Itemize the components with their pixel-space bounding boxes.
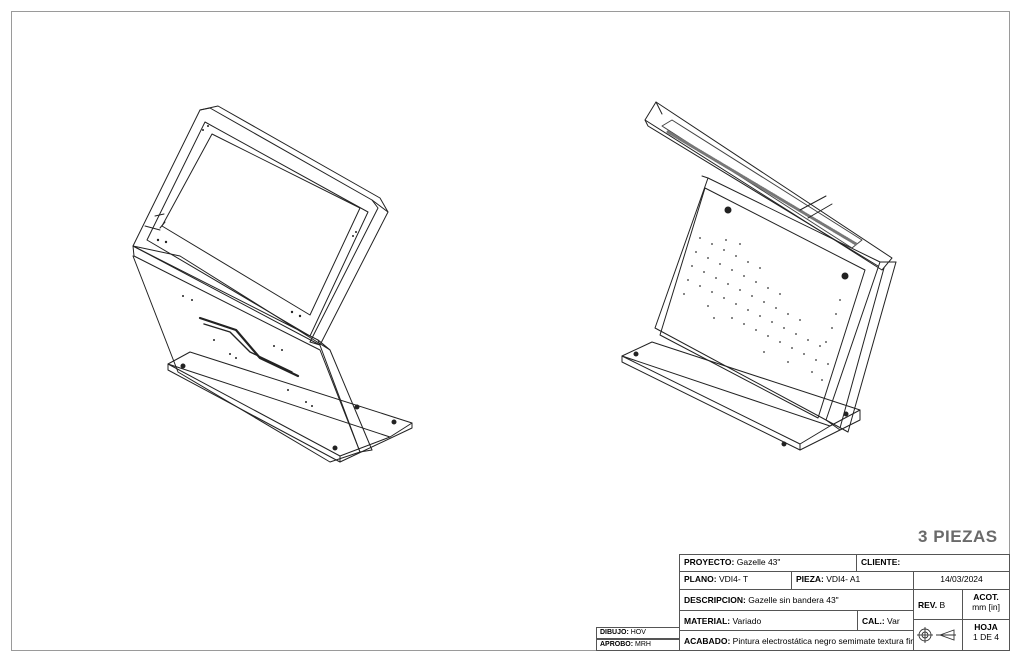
material-cell: MATERIAL: Variado bbox=[680, 611, 858, 631]
dibujo-label: DIBUJO: bbox=[600, 629, 629, 636]
descripcion-cell: DESCRIPCION: Gazelle sin bandera 43" bbox=[680, 590, 914, 611]
proyecto-label: PROYECTO: bbox=[684, 557, 735, 567]
material-label: MATERIAL: bbox=[684, 616, 731, 626]
pieza-cell: PIEZA: VDI4- A1 bbox=[792, 572, 914, 590]
proyecto-value: Gazelle 43" bbox=[736, 557, 781, 567]
kiosk-front-view bbox=[132, 105, 413, 463]
plano-value: VDI4- T bbox=[718, 574, 749, 584]
pieces-label: PIEZAS bbox=[933, 527, 998, 546]
acot-label: ACOT. bbox=[973, 592, 999, 602]
title-block: PROYECTO: Gazelle 43" CLIENTE: PLANO: VD… bbox=[679, 554, 1010, 651]
rear-panel bbox=[654, 177, 881, 421]
pieces-count: 3 PIEZAS bbox=[918, 527, 998, 547]
pieces-number: 3 bbox=[918, 527, 928, 546]
cliente-label: CLIENTE: bbox=[861, 557, 901, 567]
cal-label: CAL.: bbox=[862, 616, 885, 626]
acot-value: mm [in] bbox=[972, 602, 1000, 612]
hoja-value: 1 DE 4 bbox=[973, 632, 999, 642]
material-value: Variado bbox=[732, 616, 762, 626]
cal-value: Var bbox=[887, 616, 900, 626]
rev-cell: REV. B bbox=[914, 590, 963, 620]
hoja-cell: HOJA 1 DE 4 bbox=[963, 620, 1010, 651]
aprobo-value: MRH bbox=[635, 641, 651, 648]
rev-label: REV. bbox=[918, 600, 938, 610]
dibujo-box: DIBUJO: HOV bbox=[596, 627, 680, 639]
cliente-cell: CLIENTE: bbox=[857, 555, 1010, 572]
plano-label: PLANO: bbox=[684, 574, 717, 584]
descripcion-value: Gazelle sin bandera 43" bbox=[748, 595, 839, 605]
acabado-value: Pintura electrostática negro semimate te… bbox=[732, 636, 914, 646]
base-plate-rear bbox=[621, 341, 861, 427]
projection-cell bbox=[914, 620, 963, 651]
pieza-label: PIEZA: bbox=[796, 574, 824, 584]
kiosk-rear-view bbox=[621, 101, 897, 451]
aprobo-box: APROBO: MRH bbox=[596, 639, 680, 651]
hoja-label: HOJA bbox=[974, 622, 998, 632]
proyecto-cell: PROYECTO: Gazelle 43" bbox=[680, 555, 857, 572]
acabado-cell: ACABADO: Pintura electrostática negro se… bbox=[680, 631, 914, 651]
dibujo-value: HOV bbox=[630, 629, 646, 636]
base-plate bbox=[167, 351, 413, 438]
screen-display bbox=[161, 133, 361, 316]
vent-holes bbox=[683, 237, 841, 381]
acot-cell: ACOT. mm [in] bbox=[963, 590, 1010, 620]
plano-cell: PLANO: VDI4- T bbox=[680, 572, 792, 590]
fecha-cell: 14/03/2024 bbox=[914, 572, 1010, 590]
pieza-value: VDI4- A1 bbox=[826, 574, 861, 584]
fecha-value: 14/03/2024 bbox=[940, 574, 983, 584]
descripcion-label: DESCRIPCION: bbox=[684, 595, 746, 605]
cal-cell: CAL.: Var bbox=[858, 611, 914, 631]
rev-value: B bbox=[939, 600, 946, 610]
first-angle-projection-icon bbox=[917, 627, 956, 643]
aprobo-label: APROBO: bbox=[600, 641, 634, 648]
screen-housing bbox=[132, 105, 389, 346]
drawing-border bbox=[11, 11, 1010, 651]
acabado-label: ACABADO: bbox=[684, 636, 731, 646]
